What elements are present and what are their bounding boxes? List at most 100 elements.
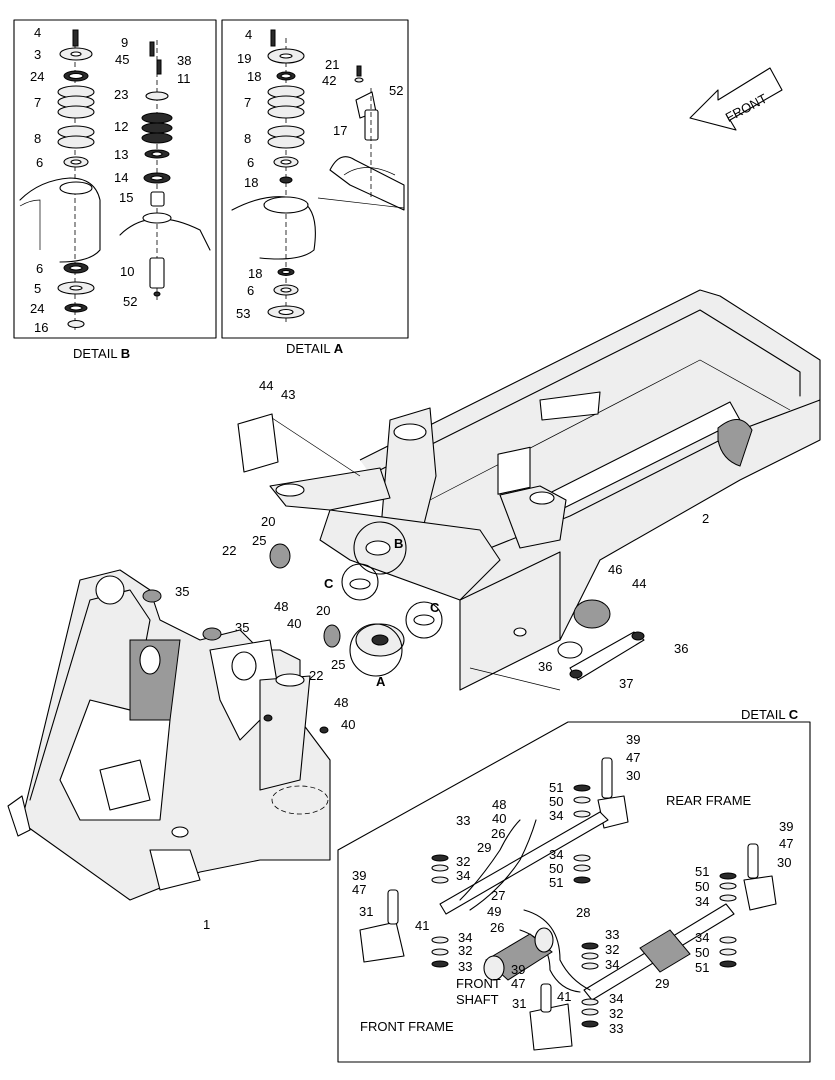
callout: 39 bbox=[779, 819, 793, 834]
callout: 10 bbox=[120, 264, 134, 279]
callout: 34 bbox=[458, 930, 472, 945]
front-frame-label: FRONT FRAME bbox=[360, 1019, 454, 1034]
callout: 4 bbox=[34, 25, 41, 40]
callout: 33 bbox=[605, 927, 619, 942]
callout: 20 bbox=[316, 603, 330, 618]
callout: 29 bbox=[655, 976, 669, 991]
callout: 34 bbox=[549, 847, 563, 862]
callout: 50 bbox=[549, 794, 563, 809]
front-shaft-label-2: SHAFT bbox=[456, 992, 499, 1007]
callout: 33 bbox=[456, 813, 470, 828]
callout: 24 bbox=[30, 69, 44, 84]
callout: 6 bbox=[36, 261, 43, 276]
callout: 6 bbox=[36, 155, 43, 170]
callout: 33 bbox=[609, 1021, 623, 1036]
callout: 23 bbox=[114, 87, 128, 102]
callout: 48 bbox=[274, 599, 288, 614]
detail-b-frame bbox=[13, 19, 217, 339]
rear-frame bbox=[237, 289, 821, 691]
callout: 52 bbox=[389, 83, 403, 98]
callout: 6 bbox=[247, 155, 254, 170]
callout: 42 bbox=[322, 73, 336, 88]
callout: 30 bbox=[626, 768, 640, 783]
callout: 40 bbox=[341, 717, 355, 732]
callout: 19 bbox=[237, 51, 251, 66]
callout: 36 bbox=[674, 641, 688, 656]
callout: 8 bbox=[34, 131, 41, 146]
callout: 39 bbox=[352, 868, 366, 883]
callout: 20 bbox=[261, 514, 275, 529]
rear-frame-label: REAR FRAME bbox=[666, 793, 752, 808]
callout: 4 bbox=[245, 27, 252, 42]
callout: 6 bbox=[247, 283, 254, 298]
callout: 38 bbox=[177, 53, 191, 68]
marker-a: A bbox=[376, 674, 386, 689]
callout: 5 bbox=[34, 281, 41, 296]
callout: 47 bbox=[511, 976, 525, 991]
callout: 18 bbox=[247, 69, 261, 84]
detail-a-title: DETAIL A bbox=[286, 341, 344, 356]
view-markers: B C C A bbox=[324, 536, 440, 689]
callout: 34 bbox=[456, 868, 470, 883]
callout: 40 bbox=[287, 616, 301, 631]
callout: 39 bbox=[511, 962, 525, 977]
callout: 34 bbox=[695, 894, 709, 909]
callout: 33 bbox=[458, 959, 472, 974]
rear-frame-callouts: 44 43 20 25 22 35 35 48 40 20 22 25 48 4… bbox=[175, 378, 709, 932]
callout: 26 bbox=[491, 826, 505, 841]
callout: 30 bbox=[777, 855, 791, 870]
callout: 45 bbox=[115, 52, 129, 67]
callout: 34 bbox=[605, 957, 619, 972]
callout: 50 bbox=[695, 945, 709, 960]
marker-c: C bbox=[430, 600, 440, 615]
callout: 14 bbox=[114, 170, 128, 185]
callout: 47 bbox=[352, 882, 366, 897]
callout: 40 bbox=[492, 811, 506, 826]
callout: 34 bbox=[695, 930, 709, 945]
callout: 25 bbox=[252, 533, 266, 548]
callout: 51 bbox=[549, 780, 563, 795]
callout: 50 bbox=[549, 861, 563, 876]
callout: 18 bbox=[244, 175, 258, 190]
detail-b-panel bbox=[13, 19, 217, 339]
callout: 29 bbox=[477, 840, 491, 855]
callout: 44 bbox=[259, 378, 273, 393]
callout: 51 bbox=[695, 864, 709, 879]
callout: 28 bbox=[576, 905, 590, 920]
callout: 46 bbox=[608, 562, 622, 577]
callout: 47 bbox=[779, 836, 793, 851]
marker-b: B bbox=[394, 536, 403, 551]
front-arrow: FRONT bbox=[689, 67, 783, 131]
callout: 41 bbox=[557, 989, 571, 1004]
front-shaft-label-1: FRONT bbox=[456, 976, 501, 991]
marker-c: C bbox=[324, 576, 334, 591]
detail-a-panel bbox=[221, 19, 409, 339]
callout: 34 bbox=[549, 808, 563, 823]
callout: 1 bbox=[203, 917, 210, 932]
front-frame bbox=[7, 569, 331, 901]
callout: 22 bbox=[222, 543, 236, 558]
callout: 27 bbox=[491, 888, 505, 903]
callout: 39 bbox=[626, 732, 640, 747]
callout: 32 bbox=[458, 943, 472, 958]
callout: 50 bbox=[695, 879, 709, 894]
callout: 34 bbox=[609, 991, 623, 1006]
callout: 41 bbox=[415, 918, 429, 933]
detail-b-callouts: 4 3 24 7 8 6 9 45 38 11 23 12 13 14 15 1… bbox=[30, 25, 191, 335]
detail-a-frame bbox=[221, 19, 409, 339]
callout: 48 bbox=[492, 797, 506, 812]
detail-c-callouts: 39 47 30 48 40 26 29 51 50 34 33 32 34 2… bbox=[352, 732, 793, 1036]
detail-c-title: DETAIL C bbox=[741, 707, 799, 722]
detail-a-callouts: 4 19 18 7 8 6 18 18 6 53 21 42 52 17 bbox=[236, 27, 403, 321]
callout: 32 bbox=[456, 854, 470, 869]
callout: 25 bbox=[331, 657, 345, 672]
detail-b-title: DETAIL B bbox=[73, 346, 130, 361]
callout: 16 bbox=[34, 320, 48, 335]
callout: 24 bbox=[30, 301, 44, 316]
callout: 26 bbox=[490, 920, 504, 935]
detail-c-panel bbox=[337, 721, 811, 1063]
callout: 18 bbox=[248, 266, 262, 281]
callout: 51 bbox=[695, 960, 709, 975]
callout: 32 bbox=[609, 1006, 623, 1021]
